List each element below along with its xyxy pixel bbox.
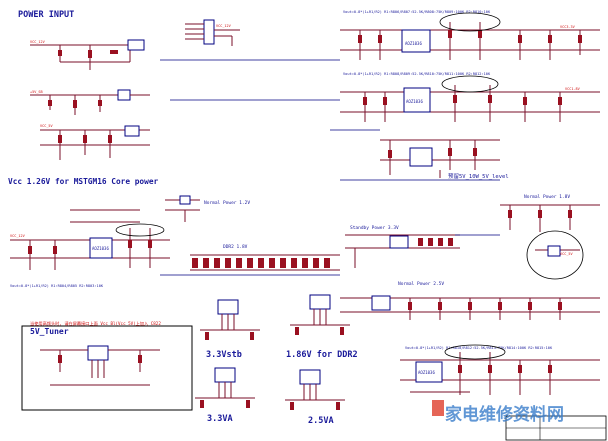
standby-33-label: Standby Power 3.3V bbox=[350, 225, 399, 231]
normal-power-25-label: Normal Power 2.5V bbox=[398, 281, 444, 287]
ldo-33va bbox=[195, 367, 255, 408]
standby-33-block bbox=[345, 234, 460, 268]
svg-text:AOZ1036: AOZ1036 bbox=[406, 99, 423, 104]
top-right-regulator-2: AOZ1036 VCC1.8V bbox=[340, 75, 600, 122]
watermark-logo-icon bbox=[432, 400, 444, 416]
formula-top: Vout=0.8*(1+R1/R2) R1:R806/R807:52.5K/R8… bbox=[343, 10, 491, 14]
input-filter-block-3: VCC_5V bbox=[40, 124, 150, 160]
core-power-regulator: AOZ1036 VCC_12V bbox=[10, 209, 170, 270]
reserve-5v-label: 预留5V_10W_5V_level bbox=[448, 172, 509, 180]
svg-text:VCC_12V: VCC_12V bbox=[30, 40, 46, 44]
svg-text:VCC_12V: VCC_12V bbox=[10, 234, 26, 238]
power-input-title: POWER INPUT bbox=[18, 10, 74, 20]
tuner-5v-label: 5V_Tuner bbox=[30, 327, 69, 336]
title-block bbox=[505, 415, 607, 441]
normal-power-12-label: Normal Power 1.2V bbox=[204, 200, 250, 206]
ldo-33vstb bbox=[200, 299, 260, 340]
reserve-5v-regulator bbox=[380, 139, 500, 178]
normal-power-18-block: VCC_5V bbox=[500, 204, 600, 280]
ddr2-186v-label: 1.86V for DDR2 bbox=[286, 350, 358, 360]
svg-text:AOZ1036: AOZ1036 bbox=[418, 370, 435, 375]
formula-bottom: Vout=0.8*(1+R1/R2) R1:R810/R812:52.5K/R8… bbox=[405, 346, 553, 350]
svg-text:VCC_12V: VCC_12V bbox=[216, 24, 232, 28]
ddr2-capacitor-bank bbox=[190, 254, 340, 271]
input-filter-block-1: VCC_12V bbox=[30, 39, 145, 70]
top-right-regulator-1: AOZ1036 VCC3.3V bbox=[340, 12, 600, 60]
vcc-core-section-label: Vcc 1.26V for MSTGM16 Core power bbox=[8, 177, 159, 186]
svg-text:+5V_SB: +5V_SB bbox=[30, 90, 43, 94]
bottom-right-regulator: AOZ1036 bbox=[400, 344, 600, 395]
svg-text:VCC_5V: VCC_5V bbox=[40, 124, 54, 128]
stb-33v-label: 3.3Vstb bbox=[206, 350, 242, 360]
svg-text:AOZ1036: AOZ1036 bbox=[92, 246, 109, 251]
ddr2-label: DDR2 1.8V bbox=[223, 244, 248, 250]
formula-left: Vout=0.8*(1+R1/R2) R1:R804/R805 R2:R803:… bbox=[10, 284, 104, 288]
input-filter-block-2: +5V_SB bbox=[30, 89, 150, 115]
svg-text:VCC3.3V: VCC3.3V bbox=[560, 25, 576, 29]
tuner-5v-box bbox=[21, 325, 193, 411]
power-input-connector: VCC_12V bbox=[185, 19, 240, 46]
svg-text:AOZ1036: AOZ1036 bbox=[405, 41, 422, 46]
normal-power-18-label: Normal Power 1.8V bbox=[524, 194, 570, 200]
normal-power-12-block bbox=[165, 195, 200, 222]
svg-text:VCC_5V: VCC_5V bbox=[560, 252, 574, 256]
formula-mid: Vout=0.8*(1+R1/R2) R1:R808/R809:52.5K/R8… bbox=[343, 72, 491, 76]
svg-text:VCC1.8V: VCC1.8V bbox=[565, 87, 581, 91]
red-note: 当使用高频头时, 请在屏幕接口上面 Vcc_Bl(Vcc_5V)上加入 C822 bbox=[30, 320, 161, 327]
ldo-25va bbox=[285, 369, 345, 410]
misc-wiring bbox=[160, 59, 500, 276]
ldo-186v bbox=[290, 294, 350, 335]
normal-power-25-block bbox=[340, 295, 600, 320]
va-33-label: 3.3VA bbox=[207, 414, 233, 424]
va-25-label: 2.5VA bbox=[308, 416, 334, 426]
watermark: 家电维修资料网 bbox=[445, 404, 564, 425]
